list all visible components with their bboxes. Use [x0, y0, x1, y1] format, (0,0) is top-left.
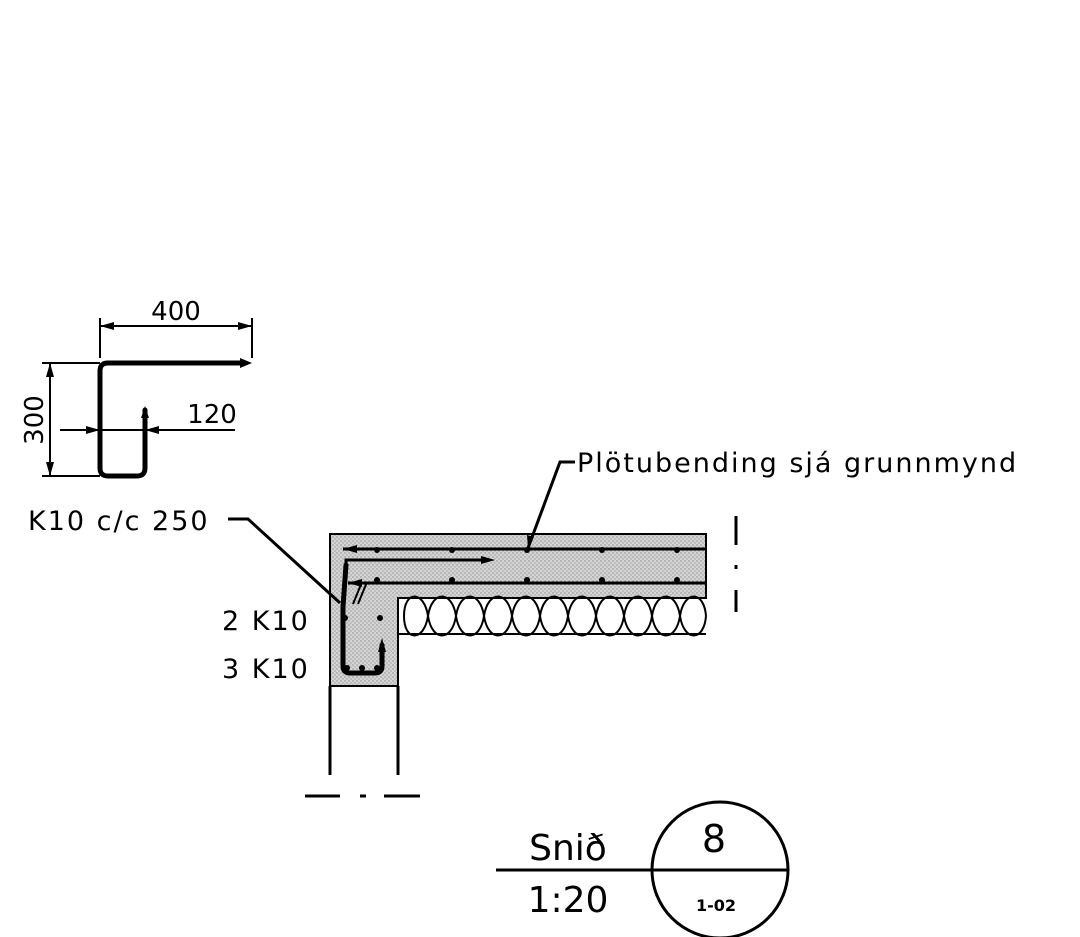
dim-400-arrow-right	[238, 322, 252, 330]
rebar-dot	[377, 615, 383, 621]
detail-number: 8	[702, 817, 726, 861]
detail-sheet: 1-02	[696, 896, 736, 915]
dim-300-text: 300	[20, 395, 50, 445]
detail-bubble	[650, 800, 790, 937]
slab-reinforcement-leader-arrow	[527, 535, 534, 548]
slab-top-bar-arrow	[343, 545, 357, 553]
bar-shape-arrowhead	[240, 358, 252, 368]
beam-stirrup-arrow	[378, 638, 386, 652]
rebar-dot	[374, 577, 380, 583]
dim-120-arrow-left	[86, 426, 100, 434]
rebar-dot	[449, 547, 455, 553]
dim-400-arrow-left	[100, 322, 114, 330]
concrete-section	[329, 533, 707, 687]
rebar-dot	[449, 577, 455, 583]
rebar-dot	[599, 577, 605, 583]
rebar-dot	[524, 547, 530, 553]
dim-300-arrow-bottom	[46, 462, 54, 476]
detail-title: Snið 1:20 8 1-02	[496, 800, 790, 937]
dim-300-arrow-top	[46, 363, 54, 377]
slab-reinforcement-label: Plötubending sjá grunnmynd	[577, 448, 1018, 479]
dim-400-text: 400	[151, 297, 201, 327]
detail-title-text: Snið	[529, 828, 607, 869]
stirrup-label: K10 c/c 250	[28, 506, 210, 537]
dim-120-arrow-right	[145, 426, 159, 434]
stirrup-hook-a	[352, 581, 363, 605]
rebar-dot	[524, 577, 530, 583]
u-bar-arrow	[481, 556, 495, 564]
detail-scale-text: 1:20	[528, 880, 609, 921]
rebar-dot	[674, 547, 680, 553]
bottom-bars-label: 3 K10	[222, 654, 310, 685]
rebar-dot	[674, 577, 680, 583]
rebar-dot	[599, 547, 605, 553]
dim-120-text: 120	[187, 400, 237, 430]
insulation-pattern	[403, 595, 707, 637]
rebar-dot	[342, 615, 348, 621]
section-view: Plötubending sjá grunnmynd K10 c/c 250 2…	[28, 448, 1018, 798]
rebar-dot	[374, 665, 380, 671]
stirrup-leader	[228, 517, 342, 605]
rebar-dot	[344, 665, 350, 671]
slab-bottom-bar-arrow	[348, 579, 362, 587]
slab-reinforcement-leader	[526, 460, 575, 549]
rebar-dots	[342, 547, 680, 671]
bar-hook-arrowhead	[141, 406, 149, 418]
rebar-dot	[359, 665, 365, 671]
beam-stirrup	[340, 562, 385, 676]
bar-shape-detail: 400 300 120	[20, 297, 253, 479]
stirrup-hook-b	[357, 581, 368, 605]
top-bars-label: 2 K10	[222, 606, 310, 637]
bar-shape	[97, 360, 243, 479]
rebar-dot	[374, 547, 380, 553]
